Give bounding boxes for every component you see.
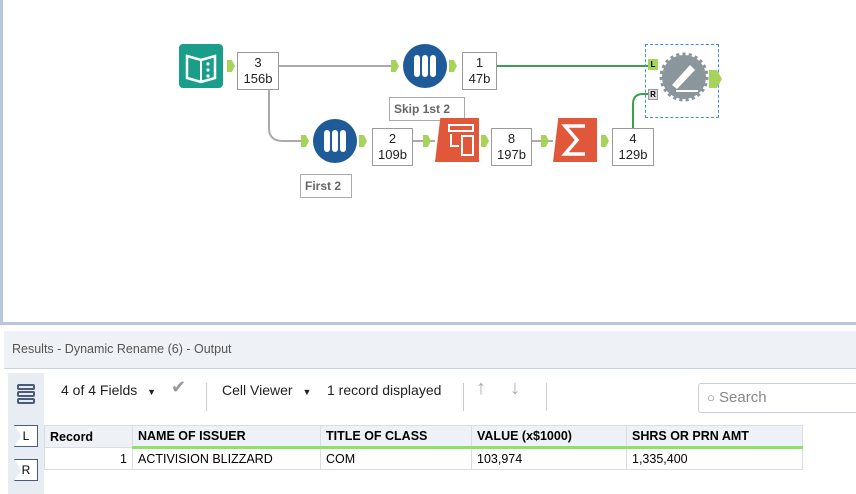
gear-pencil-icon <box>659 52 709 102</box>
output-anchor[interactable] <box>481 135 489 147</box>
sigma-icon <box>561 124 585 156</box>
output-anchor[interactable] <box>359 135 367 147</box>
column-header[interactable]: TITLE OF CLASS <box>320 425 472 449</box>
search-icon: ○ <box>707 390 715 405</box>
column-header[interactable]: SHRS OR PRN AMT <box>626 425 803 449</box>
cell[interactable]: 1,335,400 <box>626 447 803 470</box>
annotation-skip: Skip 1st 2 <box>389 97 465 121</box>
divider <box>546 383 547 411</box>
results-table: Record NAME OF ISSUER TITLE OF CLASS VAL… <box>44 425 803 470</box>
dynamic-rename-tool[interactable]: L R <box>645 44 719 118</box>
cell[interactable]: ACTIVISION BLIZZARD <box>132 447 321 470</box>
search-input[interactable]: ○ Search <box>698 383 856 413</box>
column-header[interactable]: NAME OF ISSUER <box>132 425 321 449</box>
cell-viewer-dropdown[interactable]: Cell Viewer ▼ <box>222 382 312 398</box>
summarize-tool[interactable] <box>553 118 597 162</box>
annotation-first: First 2 <box>300 174 352 198</box>
input-data-tool[interactable] <box>179 44 223 88</box>
cell[interactable]: 103,974 <box>471 447 627 470</box>
table-arrow-icon <box>448 124 474 156</box>
output-anchor[interactable] <box>601 135 609 147</box>
left-input-tab[interactable]: L <box>14 425 38 447</box>
input-anchor[interactable] <box>541 135 549 147</box>
column-header[interactable]: VALUE (x$1000) <box>471 425 627 449</box>
right-input-anchor[interactable]: R <box>648 89 658 100</box>
input-anchor[interactable] <box>391 60 399 72</box>
divider <box>206 383 207 411</box>
connection-lines <box>268 65 648 142</box>
connection-line <box>268 90 303 142</box>
test-tubes-icon <box>324 130 346 152</box>
results-title: Results - Dynamic Rename (6) - Output <box>4 331 856 369</box>
test-tubes-icon <box>414 55 436 77</box>
arrow-up-icon[interactable]: ↑ <box>476 377 486 399</box>
checkmark-icon[interactable]: ✔ <box>171 377 187 397</box>
output-anchor[interactable] <box>449 60 457 72</box>
column-header[interactable]: Record <box>44 425 133 448</box>
transpose-tool[interactable] <box>435 118 479 162</box>
fields-selector[interactable]: 4 of 4 Fields ▼ <box>61 382 157 398</box>
input-anchor[interactable] <box>423 135 431 147</box>
book-icon <box>185 54 217 84</box>
output-anchor[interactable] <box>709 70 722 88</box>
left-input-anchor[interactable]: L <box>648 59 658 70</box>
table-row: 1 ACTIVISION BLIZZARD COM 103,974 1,335,… <box>44 447 803 470</box>
connection-line-right <box>632 93 648 128</box>
table-header: Record NAME OF ISSUER TITLE OF CLASS VAL… <box>44 425 803 449</box>
sample-tool-skip[interactable] <box>403 44 447 88</box>
record-count-text: 1 record displayed <box>327 382 442 398</box>
divider <box>463 383 464 411</box>
cell[interactable]: 1 <box>44 447 133 470</box>
input-anchor[interactable] <box>301 135 309 147</box>
arrow-down-icon[interactable]: ↓ <box>510 377 520 399</box>
right-input-tab[interactable]: R <box>14 459 38 481</box>
sample-tool-first[interactable] <box>313 119 357 163</box>
cell[interactable]: COM <box>320 447 472 470</box>
table-view-icon[interactable] <box>16 383 36 405</box>
output-anchor[interactable] <box>227 60 235 72</box>
results-side-toolbar: L R <box>8 373 44 494</box>
